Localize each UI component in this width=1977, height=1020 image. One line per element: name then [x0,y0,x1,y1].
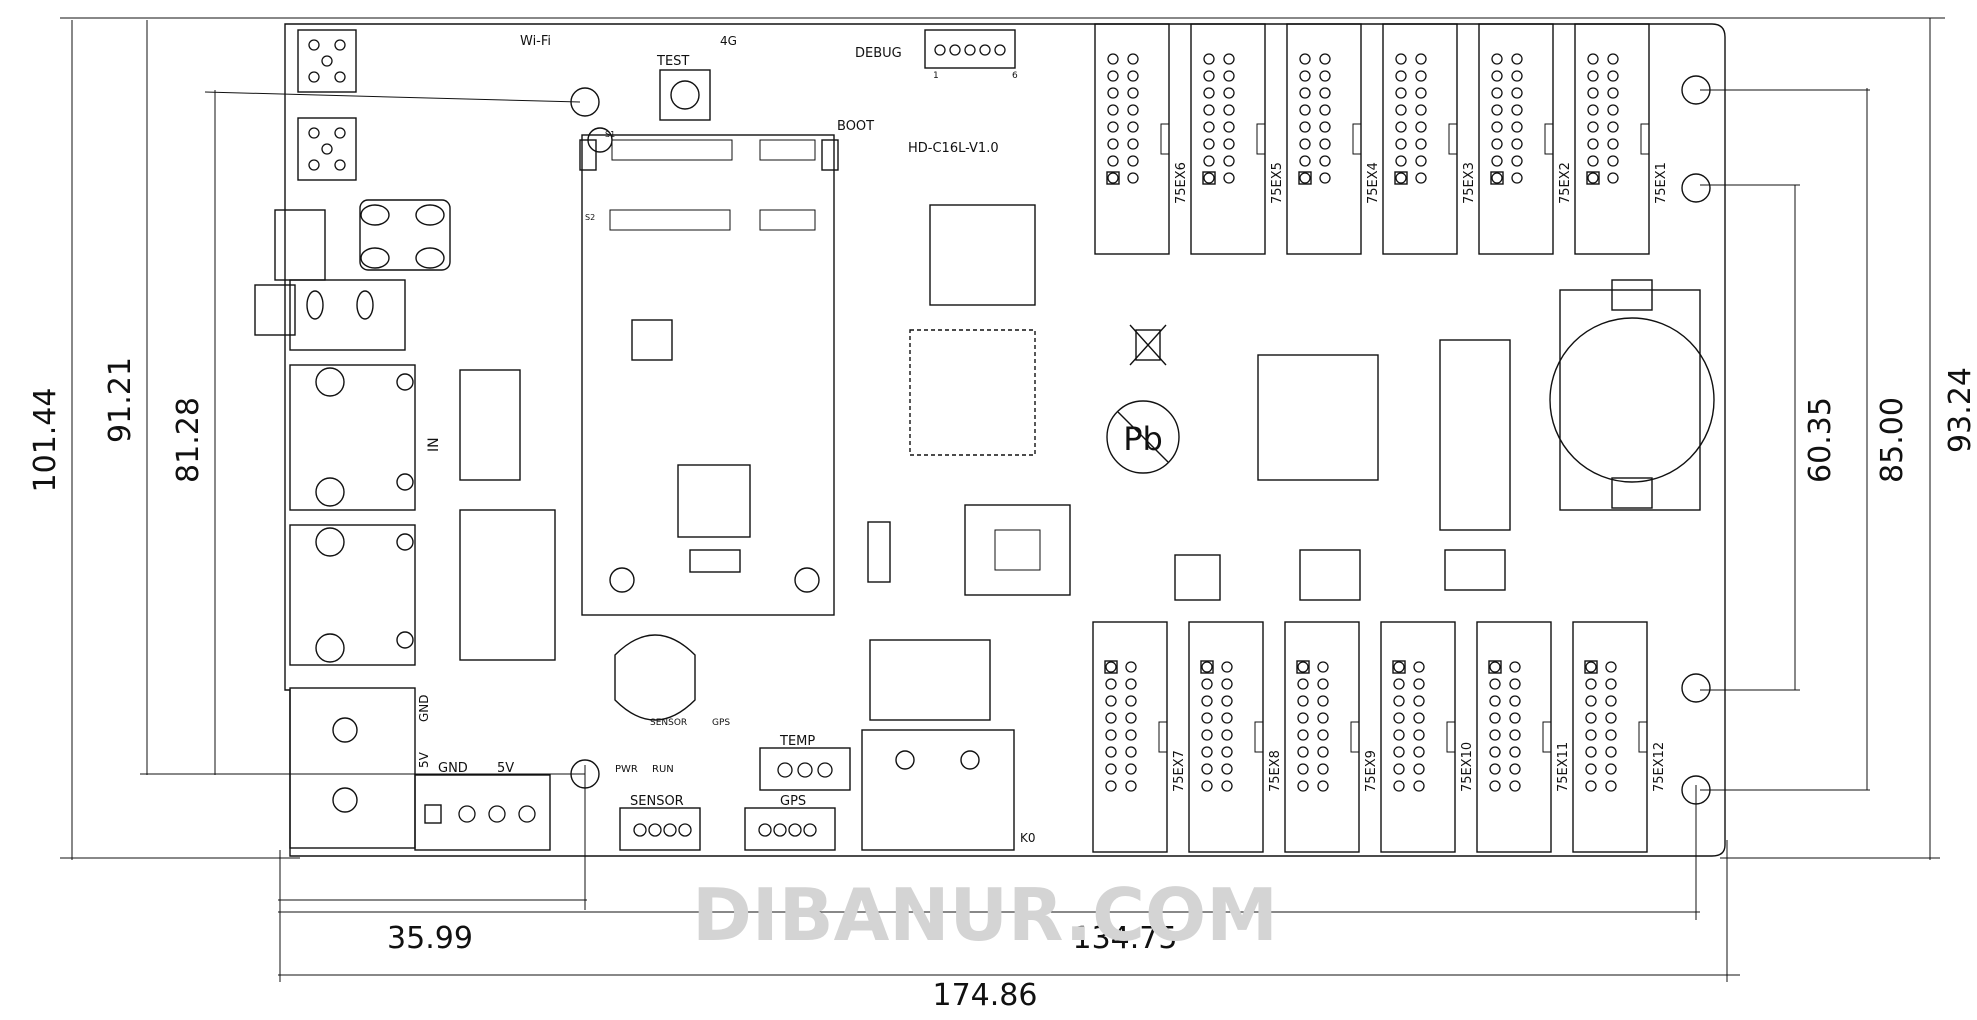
hub75-port-75ex9: 75EX9 [1284,621,1379,853]
k0-label: K0 [1020,831,1036,845]
boot-label: BOOT [837,119,874,134]
coin-battery [1549,279,1715,511]
dim-overall-width: 174.86 [933,978,1038,1013]
hub75-port-label: 75EX5 [1270,162,1285,204]
terminal-5v-label: 5V [497,761,514,776]
capacitor [614,634,696,721]
dim-height-right-2: 85.00 [1875,397,1910,483]
hub75-port-label: 75EX1 [1654,162,1669,204]
s2-label: S2 [585,213,595,222]
hub75-port-label: 75EX11 [1556,742,1571,792]
hub75-port-label: 75EX2 [1558,162,1573,204]
hub75-port-75ex10: 75EX10 [1380,621,1475,853]
debug-pin1-label: 1 [933,71,939,81]
wifi-label: Wi-Fi [520,34,551,49]
dim-overall-height: 101.44 [28,388,63,493]
four-g-label: 4G [720,34,737,48]
test-label: TEST [656,54,689,69]
chips [867,204,1511,601]
dim-height-left-2: 91.21 [103,357,138,443]
gps-label: GPS [780,794,806,809]
hub75-ports-top: 75EX6 75EX5 75EX4 75EX3 75EX2 75EX1 [1094,23,1669,255]
hub75-port-75ex7: 75EX7 [1092,621,1187,853]
hub75-port-label: 75EX7 [1172,750,1187,792]
hub75-port-label: 75EX3 [1462,162,1477,204]
hub75-port-75ex3: 75EX3 [1382,23,1477,255]
dim-hole-span-x: 134.75 [1073,921,1178,956]
five-v-label: 5V [417,751,431,768]
hub75-port-label: 75EX10 [1460,742,1475,792]
test-button [659,69,711,121]
hub75-port-label: 75EX4 [1366,162,1381,204]
run-label: RUN [652,764,674,775]
dimension-lines [60,17,1945,982]
pb-label: Pb [1123,420,1163,458]
hub75-port-label: 75EX8 [1268,750,1283,792]
dim-left-to-hole: 35.99 [387,921,473,956]
dim-height-right-1: 60.35 [1803,397,1838,483]
in-label: IN [426,437,442,452]
debug-label: DEBUG [855,46,902,61]
gps-top-label: GPS [712,718,730,728]
hub75-ports-bottom: 75EX7 75EX8 75EX9 75EX10 75EX11 75EX12 [1092,621,1667,853]
sensor-top-label: SENSOR [650,718,687,728]
board-outline [284,23,1726,857]
hub75-port-75ex5: 75EX5 [1190,23,1285,255]
power-relays [861,639,1015,851]
s1-label: S1 [605,130,615,139]
dim-height-left-3: 81.28 [171,397,206,483]
hub75-port-75ex12: 75EX12 [1572,621,1667,853]
debug-pins [934,44,1006,56]
left-connectors [254,29,556,851]
bottom-small-connectors [619,747,851,851]
hub75-port-label: 75EX9 [1364,750,1379,792]
recycle-bin-icon [1129,324,1167,366]
dim-height-right-3: 93.24 [1943,367,1977,453]
debug-pin6-label: 6 [1012,71,1018,81]
debug-connector [924,29,1016,69]
temp-label: TEMP [779,734,815,749]
mounting-holes [570,75,1711,805]
hub75-port-75ex6: 75EX6 [1094,23,1189,255]
pwr-label: PWR [615,764,638,775]
pb-free-symbol [1106,400,1180,474]
hub75-port-label: 75EX6 [1174,162,1189,204]
core-module [579,134,839,616]
hub75-port-75ex11: 75EX11 [1476,621,1571,853]
hub75-port-75ex1: 75EX1 [1574,23,1669,255]
hub75-port-75ex4: 75EX4 [1286,23,1381,255]
watermark: DIBANUR.COM [692,873,1278,957]
gnd-label: GND [417,694,431,722]
hub75-port-75ex2: 75EX2 [1478,23,1573,255]
terminal-gnd-label: GND [438,761,468,776]
hub75-port-75ex8: 75EX8 [1188,621,1283,853]
hub75-port-label: 75EX12 [1652,742,1667,792]
model-label: HD-C16L-V1.0 [908,141,999,156]
sensor-label: SENSOR [630,794,684,809]
